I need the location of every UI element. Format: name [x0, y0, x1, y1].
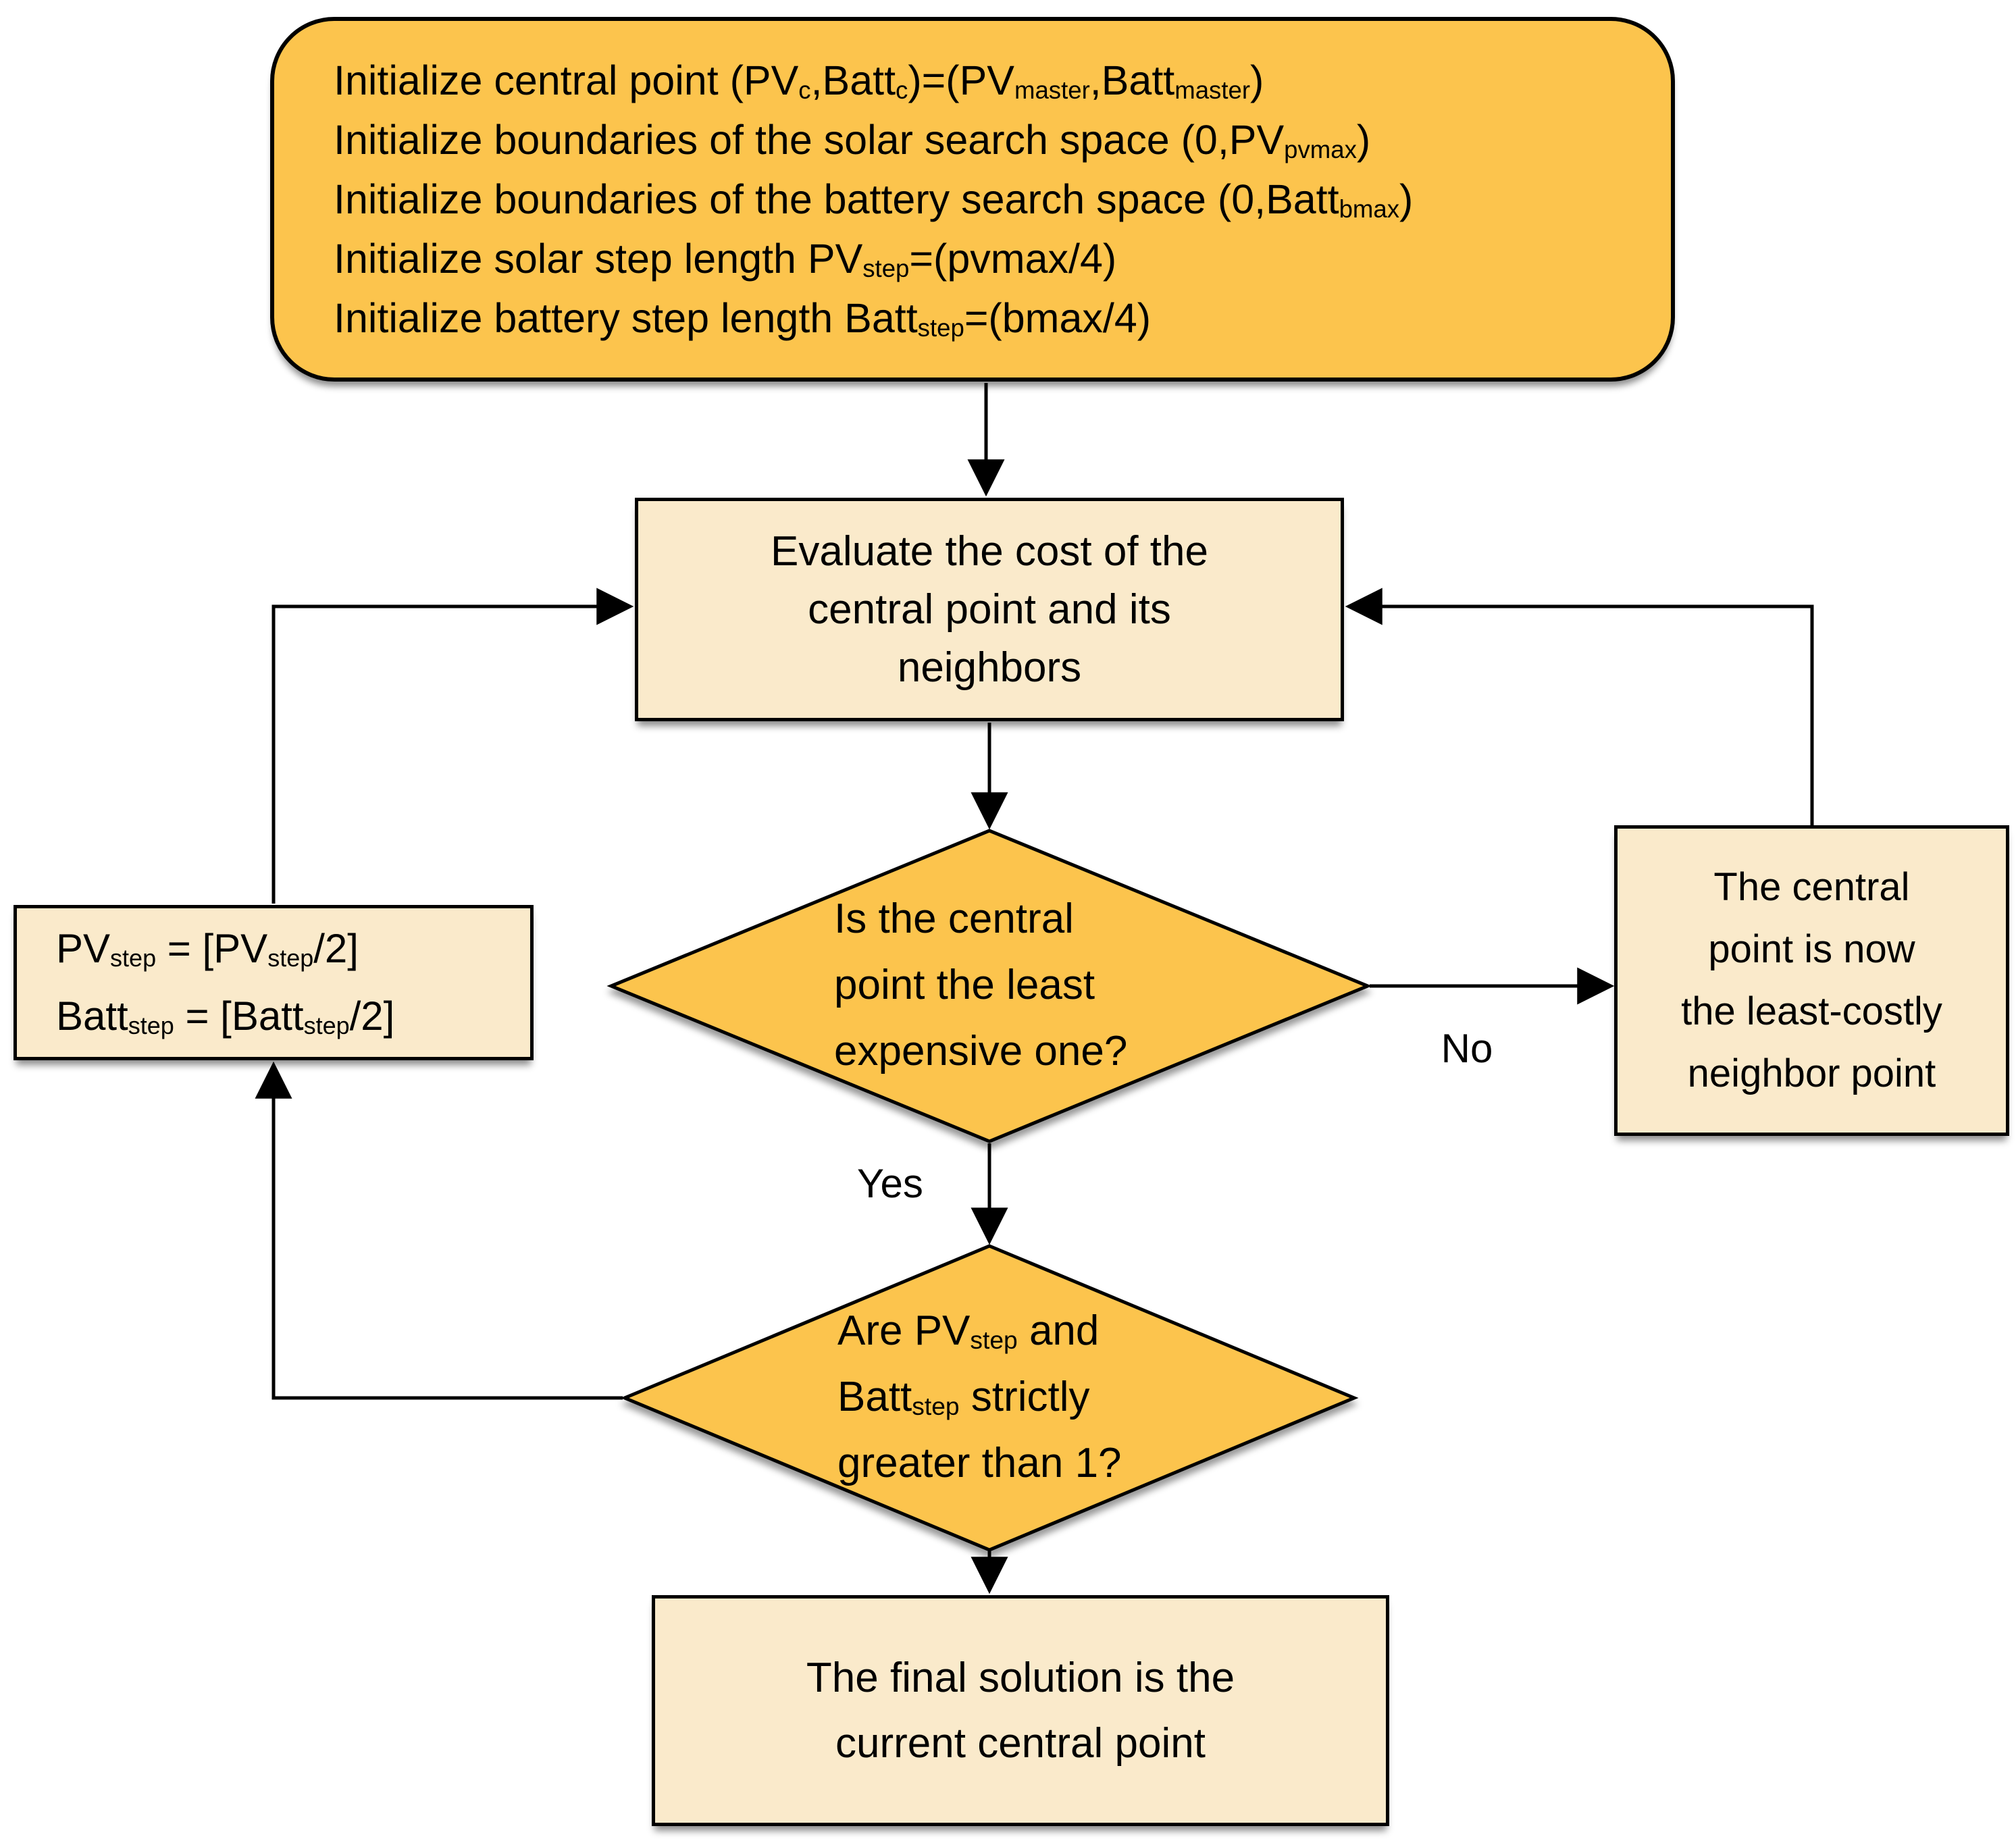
text-line: point is now [1708, 927, 1915, 971]
text-line: PVstep = [PVstep/2] [56, 926, 359, 972]
step-halving-node: PVstep = [PVstep/2] Battstep = [Battstep/… [14, 905, 534, 1060]
text-line: neighbor point [1687, 1051, 1936, 1095]
text-line: Battstep = [Battstep/2] [56, 993, 395, 1039]
text-line: Initialize central point (PVc,Battc)=(PV… [334, 57, 1264, 104]
decision-step-size-diamond [620, 1244, 1359, 1552]
connector-halve-loop-to-evaluate [272, 588, 634, 904]
connector-decision2-to-halve [255, 1061, 623, 1400]
init-node: Initialize central point (PVc,Battc)=(PV… [270, 17, 1675, 382]
decision-least-expensive-diamond [606, 829, 1372, 1143]
text-line: Evaluate the cost of the [771, 527, 1208, 575]
yes-branch-label: Yes [857, 1161, 923, 1206]
text-line: The central [1713, 865, 1910, 909]
text-line: Initialize boundaries of the battery sea… [334, 176, 1414, 223]
connector-neighbor-loop-to-evaluate [1345, 588, 1814, 825]
text-line: neighbors [897, 644, 1082, 691]
text-line: current central point [835, 1720, 1206, 1767]
text-line: point the least [834, 962, 1095, 1008]
no-branch-label: No [1441, 1026, 1493, 1071]
text-line: Initialize boundaries of the solar searc… [334, 117, 1371, 163]
text-line: Initialize battery step length Battstep=… [334, 295, 1152, 342]
evaluate-node: Evaluate the cost of the central point an… [635, 498, 1344, 721]
text-line: Initialize solar step length PVstep=(pvm… [334, 236, 1117, 282]
text-line: central point and its [808, 586, 1171, 633]
final-solution-node: The final solution is the current central… [652, 1595, 1389, 1826]
text-line: greater than 1? [837, 1440, 1122, 1486]
text-line: the least-costly [1681, 989, 1942, 1033]
text-line: The final solution is the [806, 1655, 1235, 1701]
text-line: expensive one? [834, 1028, 1128, 1074]
neighbor-update-node: The central point is now the least-costly n… [1614, 825, 2009, 1136]
text-line: Is the central [834, 895, 1074, 942]
text-line: Are PVstep and [837, 1307, 1100, 1354]
decision-least-expensive-text: Is the central point the least expensive o… [834, 886, 1127, 1085]
text-line: Battstep strictly [837, 1374, 1090, 1420]
